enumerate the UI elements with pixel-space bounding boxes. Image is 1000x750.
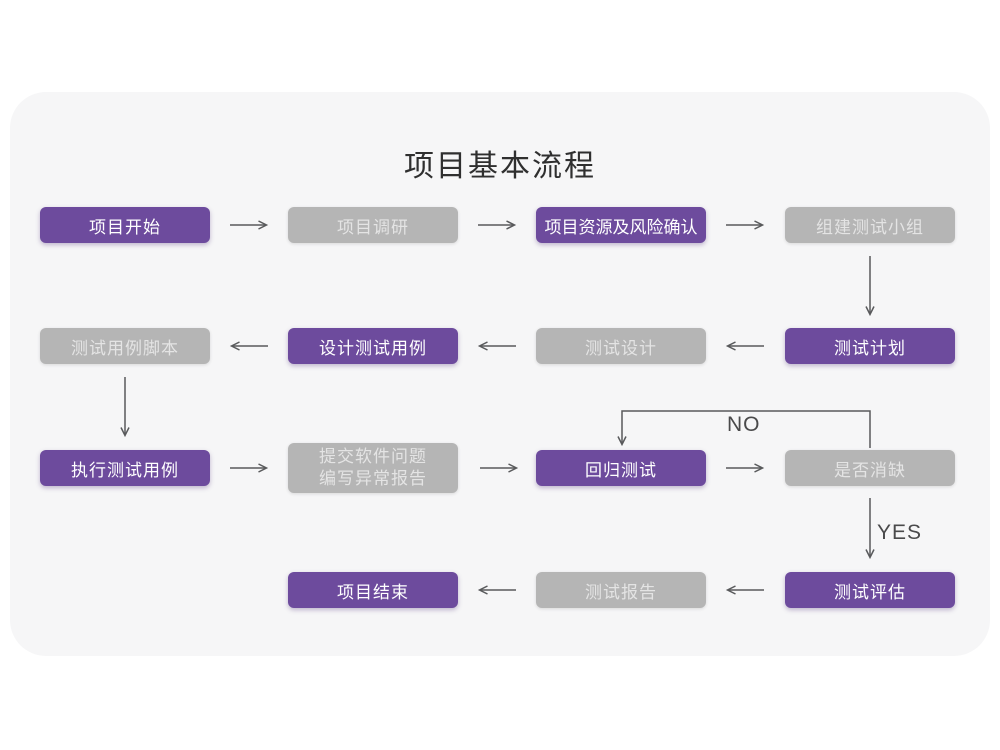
node-regression-test: 回归测试 bbox=[536, 450, 706, 486]
node-test-plan: 测试计划 bbox=[785, 328, 955, 364]
diagram-title: 项目基本流程 bbox=[404, 150, 596, 183]
node-project-start: 项目开始 bbox=[40, 207, 210, 243]
node-design-test-cases: 设计测试用例 bbox=[288, 328, 458, 364]
arrow-no-loop bbox=[617, 410, 871, 448]
node-test-case-scripts: 测试用例脚本 bbox=[40, 328, 210, 364]
node-test-design: 测试设计 bbox=[536, 328, 706, 364]
node-risk-confirm: 项目资源及风险确认 bbox=[536, 207, 706, 243]
node-submit-issues-line2: 编写异常报告 bbox=[319, 469, 427, 488]
node-project-research: 项目调研 bbox=[288, 207, 458, 243]
node-test-evaluation: 测试评估 bbox=[785, 572, 955, 608]
flowchart-card bbox=[10, 92, 990, 656]
node-build-test-team: 组建测试小组 bbox=[785, 207, 955, 243]
node-execute-test-cases: 执行测试用例 bbox=[40, 450, 210, 486]
edge-label-no: NO bbox=[727, 413, 761, 436]
node-project-end: 项目结束 bbox=[288, 572, 458, 608]
node-defect-cleared: 是否消缺 bbox=[785, 450, 955, 486]
node-test-report: 测试报告 bbox=[536, 572, 706, 608]
node-submit-issues: 提交软件问题 编写异常报告 bbox=[288, 443, 458, 493]
node-submit-issues-line1: 提交软件问题 bbox=[319, 447, 427, 466]
edge-label-yes: YES bbox=[877, 521, 923, 544]
